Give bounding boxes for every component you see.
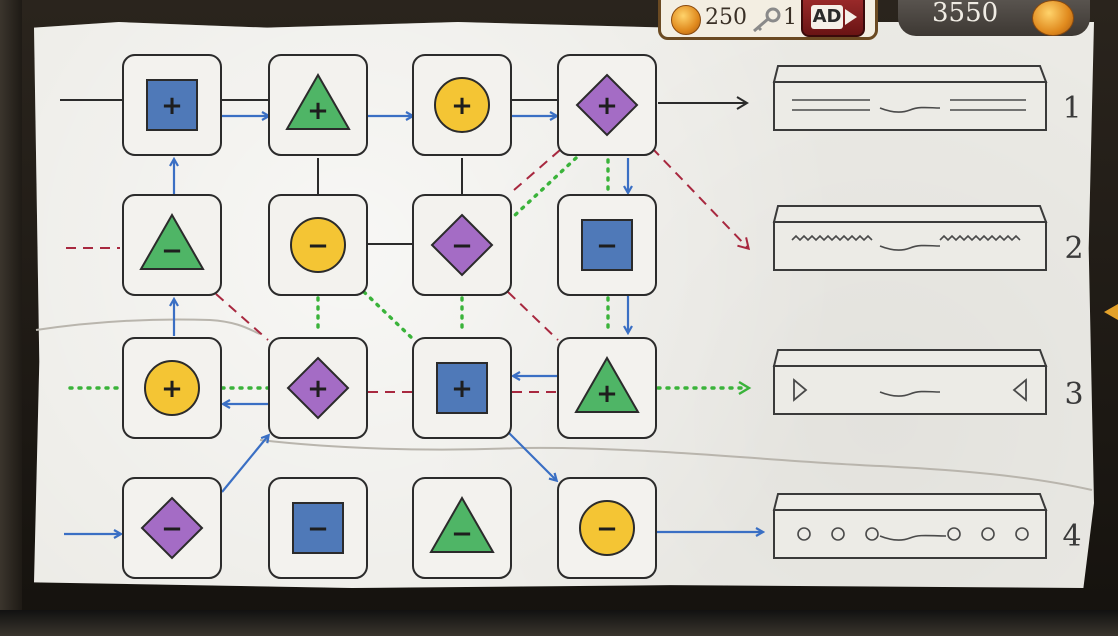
score-panel: 3550 — [898, 0, 1090, 36]
node-sign: − — [451, 231, 473, 261]
grid-node[interactable]: + — [122, 337, 222, 439]
circle-shape-icon — [434, 77, 490, 133]
grid-node[interactable]: + — [268, 337, 368, 439]
output-number-1: 1 — [1062, 91, 1081, 126]
coin-count: 250 — [705, 5, 747, 30]
grid-node[interactable]: − — [412, 477, 512, 579]
grid-node[interactable]: + — [412, 337, 512, 439]
triangle-shape-icon — [139, 212, 205, 270]
output-slot-2: 2 — [772, 205, 1084, 271]
key-count: 1 — [783, 5, 797, 30]
grid-node[interactable]: + — [412, 54, 512, 156]
grid-node[interactable]: − — [122, 477, 222, 579]
triangle-shape-icon — [429, 495, 495, 553]
node-sign: + — [161, 374, 183, 404]
grid-node[interactable]: + — [557, 337, 657, 439]
node-sign: + — [596, 379, 618, 409]
grid-node[interactable]: − — [412, 194, 512, 296]
grid-node[interactable]: + — [268, 54, 368, 156]
triangle-shape-icon — [574, 355, 640, 413]
output-slot-1: 1 — [772, 65, 1082, 131]
node-grid: + + + + − − − − + + + + − − − − — [122, 54, 657, 579]
output-number-4: 4 — [1062, 519, 1081, 554]
grid-node[interactable]: + — [122, 54, 222, 156]
resource-panel: 250 1 AD — [658, 0, 878, 40]
grid-node[interactable]: + — [557, 54, 657, 156]
frame-left-edge — [0, 0, 22, 636]
circle-shape-icon — [579, 500, 635, 556]
node-sign: + — [307, 374, 329, 404]
grid-node[interactable]: − — [268, 194, 368, 296]
grid-node[interactable]: − — [122, 194, 222, 296]
ad-label: AD — [811, 5, 843, 29]
grid-node[interactable]: − — [557, 194, 657, 296]
diamond-shape-icon — [286, 356, 350, 420]
circle-shape-icon — [290, 217, 346, 273]
grid-node[interactable]: − — [268, 477, 368, 579]
node-sign: + — [451, 374, 473, 404]
diamond-shape-icon — [140, 496, 204, 560]
node-sign: − — [596, 231, 618, 261]
square-shape-icon — [436, 362, 488, 414]
connections — [60, 96, 762, 534]
node-sign: + — [161, 91, 183, 121]
node-sign: − — [307, 231, 329, 261]
output-number-3: 3 — [1064, 377, 1083, 412]
frame-bottom-edge — [0, 610, 1118, 636]
coin-icon — [671, 5, 701, 35]
output-slots: 1 2 3 4 — [772, 65, 1084, 559]
node-sign: + — [307, 96, 329, 126]
grid-node[interactable]: − — [557, 477, 657, 579]
score-value: 3550 — [932, 0, 999, 28]
circle-shape-icon — [144, 360, 200, 416]
node-sign: + — [596, 91, 618, 121]
diamond-shape-icon — [430, 213, 494, 277]
node-sign: − — [596, 514, 618, 544]
square-shape-icon — [292, 502, 344, 554]
triangle-shape-icon — [285, 72, 351, 130]
output-slot-4: 4 — [772, 493, 1082, 559]
key-icon — [753, 7, 781, 33]
node-sign: − — [161, 514, 183, 544]
output-number-2: 2 — [1064, 231, 1083, 266]
node-sign: − — [307, 514, 329, 544]
square-shape-icon — [146, 79, 198, 131]
side-arrow-icon[interactable] — [1104, 304, 1118, 320]
gold-coin-icon — [1032, 0, 1074, 36]
node-sign: − — [161, 236, 183, 266]
diamond-shape-icon — [575, 73, 639, 137]
paper-tears — [35, 318, 1093, 491]
watch-ad-button[interactable]: AD — [801, 0, 865, 37]
play-icon — [845, 9, 857, 25]
node-sign: − — [451, 519, 473, 549]
output-slot-3: 3 — [772, 349, 1084, 415]
node-sign: + — [451, 91, 473, 121]
square-shape-icon — [581, 219, 633, 271]
